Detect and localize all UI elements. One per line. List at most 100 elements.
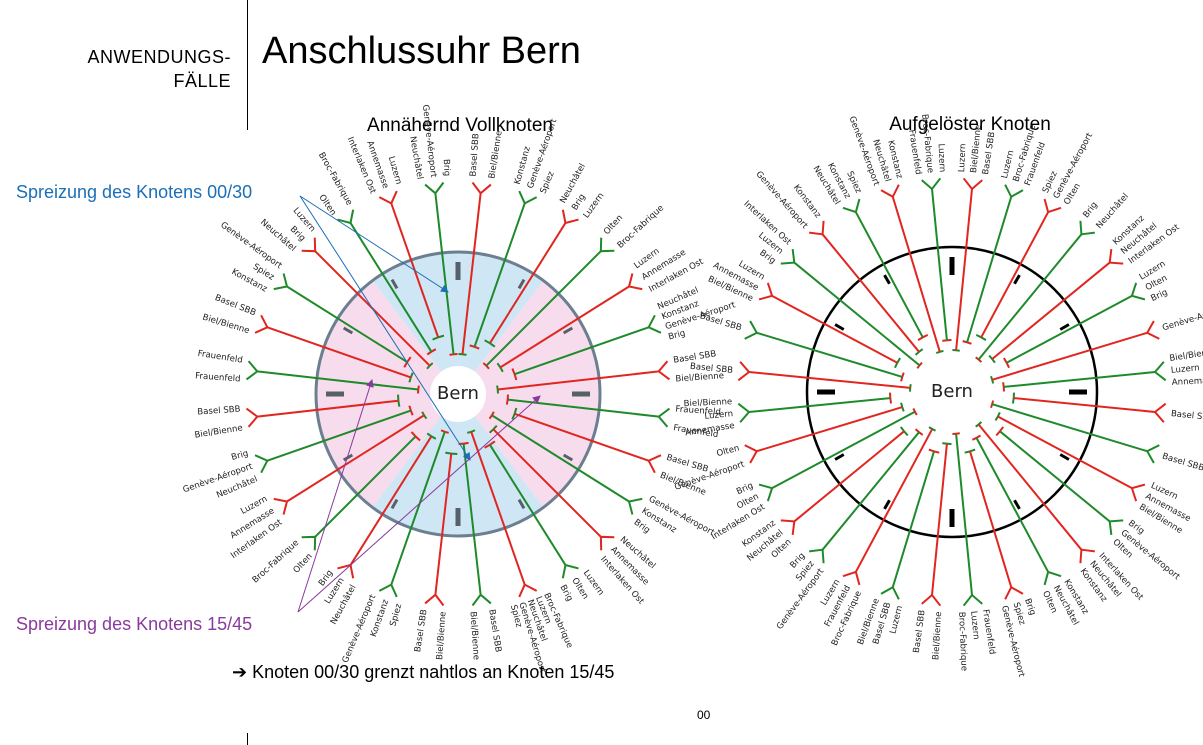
connection-arc [995,426,1005,437]
destination-label: Luzern [957,143,968,172]
connection-arc [445,451,458,455]
destination-label: Frauenfeld [195,371,241,384]
minute-tick [1059,323,1070,331]
connection-arc [397,394,401,407]
minute-tick [1013,274,1021,285]
connection-arc [458,441,469,445]
destination-label: Luzern [968,610,981,640]
route-line [793,261,921,367]
minute-tick [390,278,399,290]
route-line [1006,294,1133,364]
route-line [969,451,1013,588]
route-line [966,196,1013,343]
destination-label: Olten [716,444,741,460]
sector-blue-bottom [372,394,544,536]
route-line [931,188,948,341]
route-fork [627,497,643,515]
route-line [462,443,482,595]
connection-arc [952,349,960,352]
route-line [955,433,973,596]
connection-arc [482,362,490,370]
route-line [793,430,905,523]
minute-tick [342,326,354,335]
annotation-blue-label: Spreizung des Knotens 00/30 [16,182,253,202]
minute-tick [390,498,399,510]
route-line [499,285,630,369]
route-line [390,431,446,585]
route-fork [599,237,615,253]
center-label: Bern [437,383,479,404]
route-line [489,444,567,566]
route-line [891,196,941,353]
route-fork [273,273,289,291]
route-line [891,451,935,588]
destination-label: Luzern [936,143,947,172]
route-line [489,222,567,344]
clock-ring [314,250,602,538]
route-fork [378,583,398,598]
conclusion-text: Knoten 00/30 grenzt nahtlos an Knoten 15… [252,662,615,682]
route-fork [647,454,662,474]
route-line [771,294,898,364]
arrow-right-icon: ➔ [232,662,248,682]
route-line [267,326,412,379]
section-label-line1: ANWENDUNGS- [87,47,231,67]
route-fork [921,593,942,607]
route-line [349,435,433,566]
destination-label: Luzern [704,409,734,422]
destination-label: Biel/Bienne [931,611,944,660]
destination-label: Genève-Aéroport [1161,301,1203,333]
destination-label: Basel SBB [486,609,503,653]
route-fork [599,535,615,551]
destination-label: Broc-Fabrique [956,612,969,672]
route-fork [1130,282,1146,301]
route-fork [809,220,825,236]
destination-label: Basel SBB [981,131,997,175]
diagram-right-subtitle: Aufgelöster Knoten [889,114,1051,135]
route-fork [254,454,269,474]
route-line [955,188,973,351]
route-line [492,428,602,538]
purple-arrow [297,379,374,613]
connection-arc [426,348,437,356]
sector-purple-right [458,280,601,508]
destination-label: Broc-Fabrique [251,538,301,585]
destination-label: Brig [230,449,249,463]
route-fork [1079,220,1095,236]
destination-label: Basel SBB [689,362,733,376]
center-label: Bern [931,381,973,402]
minute-tick [517,278,526,290]
route-fork [647,314,662,334]
route-line [314,435,417,538]
route-line [349,222,433,353]
destination-label: Frauenfeld [197,349,243,366]
route-line [991,403,1148,453]
center-disc [922,362,982,422]
sector-blue-top [372,251,544,394]
route-line [999,430,1111,523]
route-line [286,285,408,363]
destination-label: Neuchâtel [1095,192,1131,231]
route-fork [301,237,317,253]
blue-arrow [299,195,471,461]
route-fork [518,190,538,205]
route-fork [378,190,398,205]
destination-label: Neuchâtel [407,136,424,181]
destination-label: Biel/Bienne [683,397,732,409]
route-line [997,415,1133,490]
route-fork [657,360,671,381]
connection-arc [408,405,414,416]
minute-tick [1059,453,1070,461]
route-fork [1145,320,1160,340]
route-line [756,331,903,378]
connection-arc [496,362,504,373]
route-line [1013,397,1156,413]
connection-arc [426,432,437,440]
destination-label: Broc-Fabrique [616,203,666,250]
section-label: ANWENDUNGS- FÄLLE [88,45,232,93]
route-fork [657,407,671,428]
page-number: 00 [697,708,711,722]
route-fork [880,184,900,199]
minute-tick [1013,499,1021,510]
route-line [497,370,659,391]
